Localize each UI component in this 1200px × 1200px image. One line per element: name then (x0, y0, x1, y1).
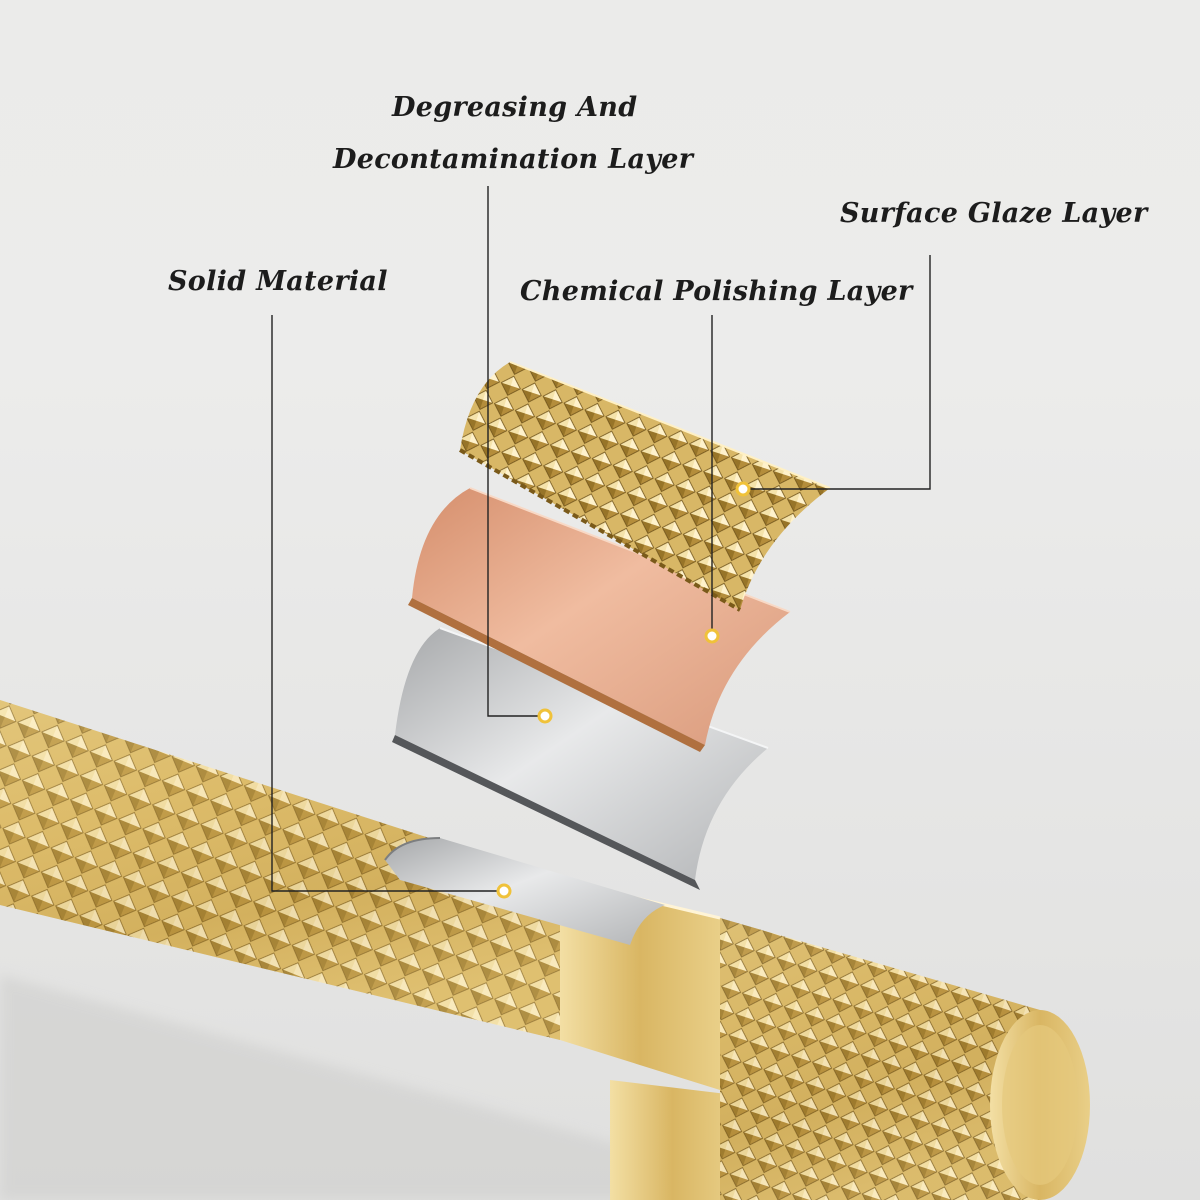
marker-solid (496, 883, 512, 899)
label-degreasing-line1: Degreasing And (392, 92, 638, 123)
handle-post (610, 1080, 735, 1200)
marker-degreasing (537, 708, 553, 724)
glaze-layer (459, 361, 831, 612)
leader-lines (271, 186, 931, 892)
label-degreasing-line2: Decontamination Layer (333, 144, 694, 175)
leader-degreasing (487, 186, 545, 717)
handle-shadow (0, 975, 900, 1200)
label-degreasing: Degreasing And Decontamination Layer (0, 92, 1020, 173)
leader-solid (271, 315, 504, 892)
marker-glaze (735, 481, 751, 497)
solid-material-cutaway (385, 838, 665, 945)
handle-bar (0, 700, 1090, 1200)
markers (496, 481, 751, 899)
marker-chemical (704, 628, 720, 644)
label-surface-glaze: Surface Glaze Layer (840, 198, 1148, 229)
leader-glaze (743, 255, 931, 490)
label-chemical-polishing: Chemical Polishing Layer (520, 276, 913, 307)
label-solid-material: Solid Material (168, 266, 388, 297)
